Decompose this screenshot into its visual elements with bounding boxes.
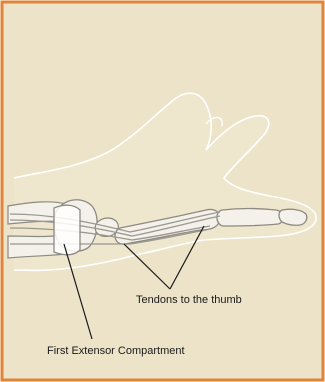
distal-phalanx (279, 209, 307, 225)
compartment-label: First Extensor Compartment (47, 345, 185, 357)
extensor-compartment (54, 205, 80, 255)
tendons-label: Tendons to the thumb (136, 294, 242, 306)
proximal-phalanx (217, 209, 283, 227)
